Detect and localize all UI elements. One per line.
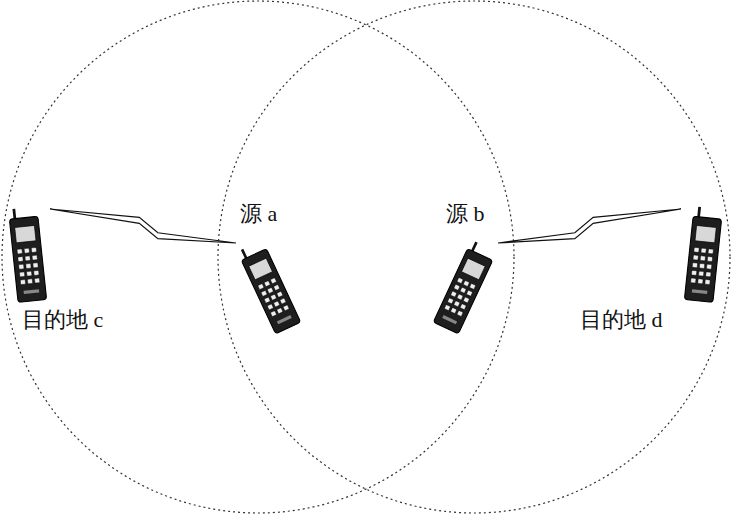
- mobile-phone: 目的地 d: [681, 206, 725, 306]
- coverage-circle: [2, 1, 514, 513]
- radio-link: [50, 209, 236, 243]
- node-label: 源 b: [446, 202, 485, 226]
- phone-icon: [681, 206, 725, 306]
- node-label: 目的地 d: [580, 308, 663, 332]
- phone-icon: [428, 240, 498, 336]
- mobile-phone: 源 a: [236, 240, 306, 336]
- phone-icon: [236, 240, 306, 336]
- phone-icon: [6, 206, 50, 306]
- coverage-circle: [218, 1, 730, 513]
- node-label: 目的地 c: [22, 308, 103, 332]
- mobile-phone: 目的地 c: [6, 206, 50, 306]
- node-label: 源 a: [240, 202, 277, 226]
- radio-link: [498, 209, 681, 243]
- mobile-phone: 源 b: [428, 240, 498, 336]
